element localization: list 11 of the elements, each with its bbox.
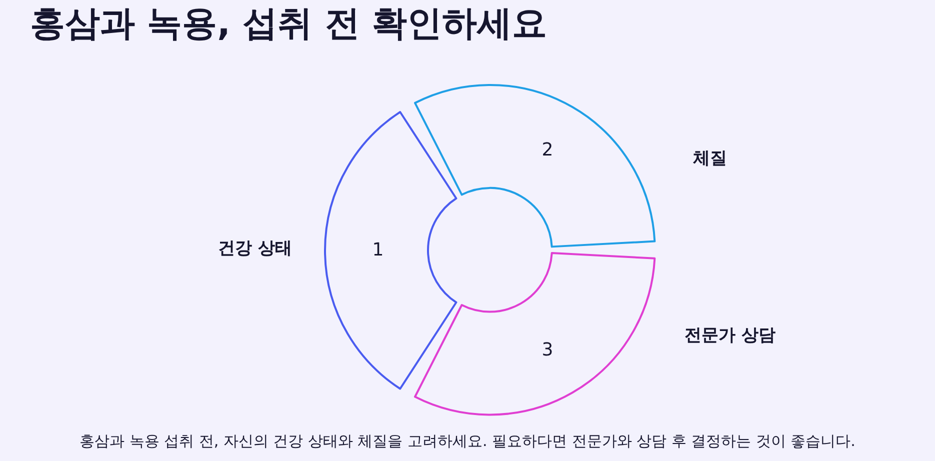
caption: 홍삼과 녹용 섭취 전, 자신의 건강 상태와 체질을 고려하세요. 필요하다면 전문가와 상담 후 결정하는 것이 좋습니다. [78,432,856,451]
ring-segment [413,83,657,249]
segment-label: 건강 상태 [218,238,292,260]
segment-number: 2 [542,140,554,161]
title: 홍삼과 녹용, 섭취 전 확인하세요 [30,3,548,46]
segment-label: 체질 [693,148,727,170]
segment-label: 전문가 상담 [684,324,776,346]
segment-number: 3 [542,339,554,360]
ring-segment [323,110,458,390]
ring-segment [413,251,657,417]
segment-number: 1 [372,239,384,260]
